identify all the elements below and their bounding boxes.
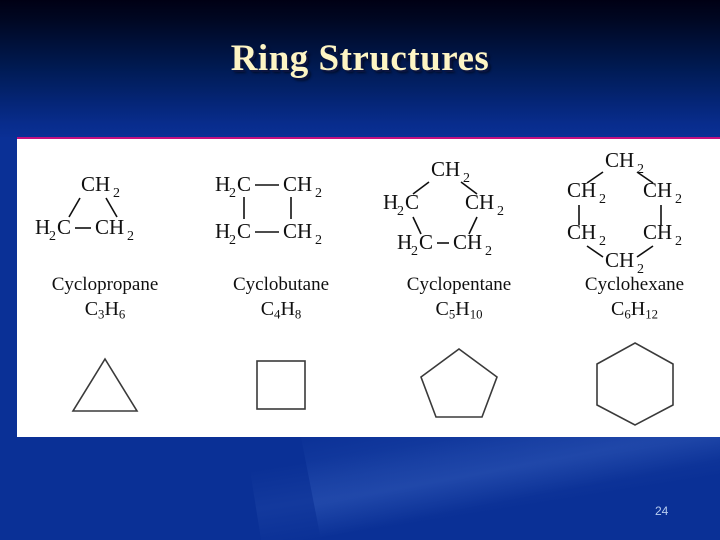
cyclohexane-formula: C6H12	[549, 298, 720, 326]
svg-text:2: 2	[637, 262, 644, 277]
molecule-cyclopentane: CH 2 H 2 C CH 2 H 2 C CH	[369, 139, 549, 437]
cyclopropane-polygon	[17, 335, 193, 430]
svg-text:2: 2	[599, 192, 606, 207]
svg-text:2: 2	[675, 234, 682, 249]
svg-text:C: C	[237, 219, 251, 243]
svg-text:CH: CH	[605, 248, 634, 272]
formula-h-count: 6	[118, 307, 126, 322]
svg-text:2: 2	[229, 186, 236, 201]
formula-h-count: 8	[294, 307, 302, 322]
formula-h: H	[455, 298, 470, 320]
molecule-cyclobutane: H 2 C CH 2 H 2 C CH 2	[193, 139, 369, 437]
formula-h: H	[630, 298, 646, 320]
svg-text:2: 2	[315, 233, 322, 248]
cyclohexane-name: Cyclohexane	[584, 274, 685, 295]
svg-text:2: 2	[411, 244, 418, 259]
svg-text:C: C	[57, 215, 71, 239]
formula-c: C	[260, 298, 275, 320]
formula-c-count: 6	[624, 307, 631, 322]
svg-text:H: H	[215, 172, 230, 196]
cyclobutane-name: Cyclobutane	[232, 274, 330, 295]
formula-h-count: 10	[469, 307, 483, 322]
page-title: Ring Structures	[230, 38, 490, 79]
formula-h: H	[104, 298, 119, 320]
svg-text:C: C	[419, 230, 433, 254]
svg-text:C: C	[237, 172, 251, 196]
svg-text:2: 2	[397, 204, 404, 219]
svg-text:CH: CH	[643, 178, 672, 202]
cyclopentane-formula: C5H10	[369, 298, 549, 326]
svg-text:CH: CH	[431, 157, 460, 181]
cyclopentane-structure: CH 2 H 2 C CH 2 H 2 C CH	[369, 139, 549, 279]
svg-text:CH: CH	[283, 172, 312, 196]
svg-text:CH: CH	[81, 172, 110, 196]
svg-text:2: 2	[637, 162, 644, 177]
title-divider	[17, 137, 720, 139]
cyclopentane-polygon	[369, 335, 549, 430]
svg-text:CH: CH	[567, 220, 596, 244]
svg-text:H: H	[215, 219, 230, 243]
cyclohexane-structure: CH 2 CH 2 CH 2 CH 2 CH 2	[549, 139, 720, 279]
slide-background-gradient	[0, 0, 720, 140]
svg-text:2: 2	[497, 204, 504, 219]
svg-text:2: 2	[463, 171, 470, 186]
formula-c-count: 4	[274, 307, 281, 322]
svg-text:2: 2	[485, 244, 492, 259]
svg-text:CH: CH	[567, 178, 596, 202]
svg-text:H: H	[397, 230, 412, 254]
svg-text:CH: CH	[465, 190, 494, 214]
cyclopropane-structure: CH 2 H 2 C CH 2	[17, 139, 193, 279]
cyclobutane-structure: H 2 C CH 2 H 2 C CH 2	[193, 139, 369, 279]
svg-text:2: 2	[675, 192, 682, 207]
cyclobutane-formula: C4H8	[193, 298, 369, 326]
cyclobutane-polygon	[193, 335, 369, 430]
svg-text:2: 2	[127, 229, 134, 244]
svg-text:2: 2	[315, 186, 322, 201]
svg-text:CH: CH	[283, 219, 312, 243]
svg-text:C: C	[405, 190, 419, 214]
molecule-cyclopropane: CH 2 H 2 C CH 2	[17, 139, 193, 437]
svg-text:CH: CH	[453, 230, 482, 254]
formula-h: H	[280, 298, 295, 320]
svg-text:2: 2	[49, 229, 56, 244]
formula-c-count: 5	[448, 307, 456, 322]
svg-text:2: 2	[599, 234, 606, 249]
molecule-cyclohexane: CH 2 CH 2 CH 2 CH 2 CH 2	[549, 139, 720, 437]
content-panel: CH 2 H 2 C CH 2	[17, 139, 720, 437]
svg-text:CH: CH	[643, 220, 672, 244]
svg-text:CH: CH	[605, 148, 634, 172]
svg-text:H: H	[35, 215, 50, 239]
formula-h-count: 12	[645, 307, 658, 322]
cyclopropane-name: Cyclopropane	[51, 274, 159, 295]
svg-text:2: 2	[113, 186, 120, 201]
svg-text:2: 2	[229, 233, 236, 248]
cyclopropane-formula: C3H6	[17, 298, 193, 326]
formula-c-count: 3	[98, 307, 105, 322]
svg-text:CH: CH	[95, 215, 124, 239]
slide-number: 24	[655, 504, 669, 518]
cyclohexane-polygon	[549, 335, 720, 430]
formula-c: C	[611, 298, 625, 320]
svg-text:H: H	[383, 190, 398, 214]
formula-c: C	[84, 298, 99, 320]
formula-c: C	[435, 298, 449, 320]
cyclopentane-name: Cyclopentane	[406, 274, 512, 295]
